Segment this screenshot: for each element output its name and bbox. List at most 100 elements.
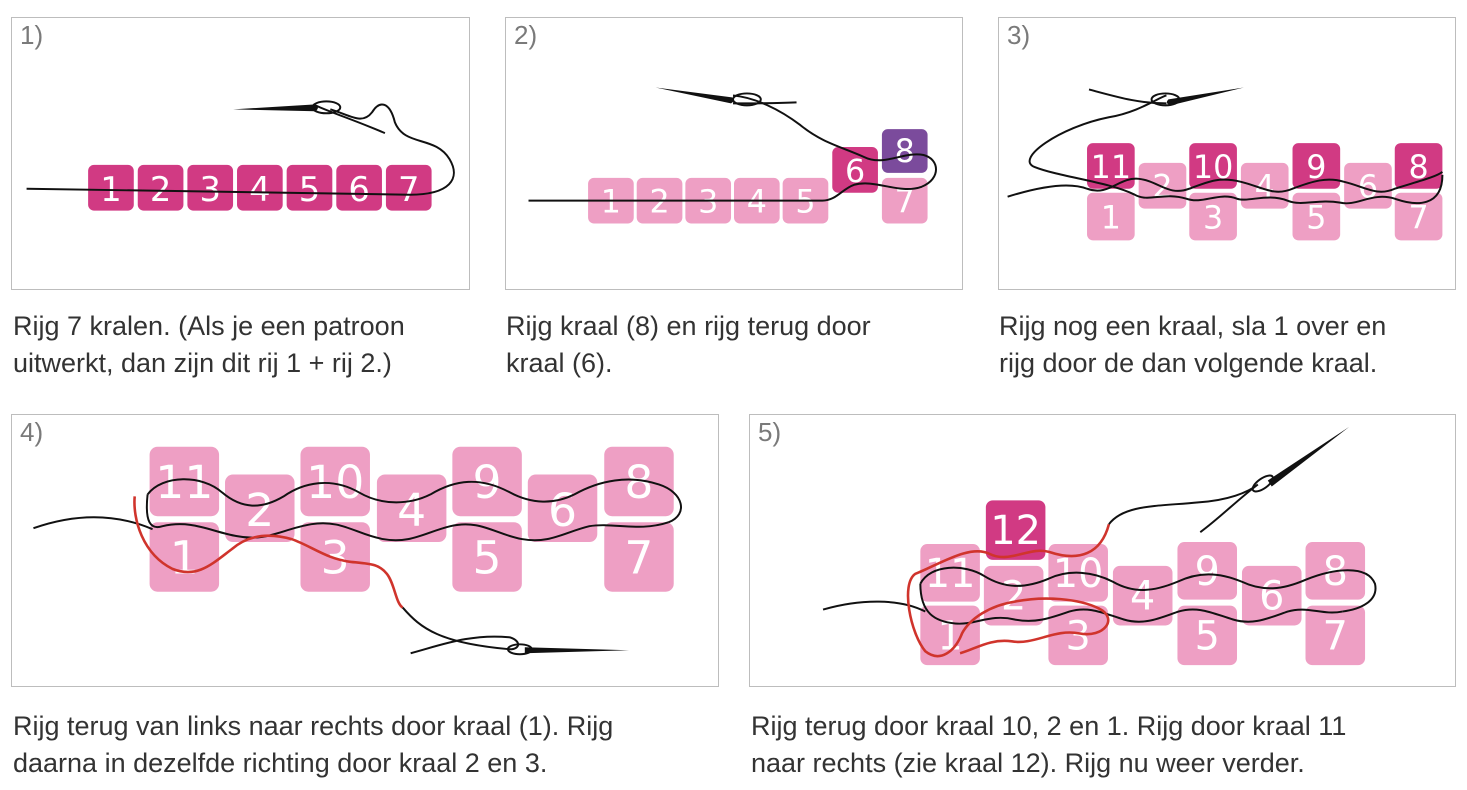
bead-5: 5 — [782, 177, 829, 224]
thread — [528, 94, 937, 202]
step-4-caption-line-2: daarna in dezelfde richting door kraal 2… — [13, 748, 548, 778]
step-3-caption-line-1: Rijg nog een kraal, sla 1 over en — [999, 311, 1387, 341]
thread-tail — [1108, 483, 1259, 533]
thread-lower — [145, 494, 670, 542]
bead-12: 12 — [985, 500, 1046, 560]
needle-eye-icon — [311, 100, 342, 115]
bead-2-label: 2 — [649, 185, 669, 221]
thread-start — [33, 516, 153, 531]
needle-eye-icon — [1150, 92, 1181, 107]
bead-7: 7 — [604, 522, 674, 592]
step-4-caption-line-1: Rijg terug van links naar rechts door kr… — [13, 711, 614, 741]
bead-6: 6 — [527, 474, 598, 543]
needle-icon — [1166, 87, 1244, 106]
step-4-number: 4) — [20, 417, 44, 447]
step-5-caption: Rijg terug door kraal 10, 2 en 1. Rijg d… — [751, 708, 1346, 782]
step-4-caption: Rijg terug van links naar rechts door kr… — [13, 708, 613, 782]
bead-4-label: 4 — [397, 484, 426, 537]
thread-tail — [401, 606, 520, 655]
bead-12-label: 12 — [990, 508, 1041, 554]
thread-tail — [733, 101, 797, 105]
needle-eye-icon — [506, 643, 533, 656]
bead-5: 5 — [452, 522, 522, 592]
bead-6-label: 6 — [348, 170, 369, 209]
bead-2-label: 2 — [150, 170, 171, 209]
needle-icon — [524, 647, 630, 654]
bead-1: 1 — [88, 164, 134, 211]
bead-4-label: 4 — [249, 170, 270, 209]
bead-1: 1 — [1087, 192, 1135, 241]
step-1-caption-line-2: uitwerkt, dan zijn dit rij 1 + rij 2.) — [13, 348, 392, 378]
bead-5-label: 5 — [299, 170, 320, 209]
step-4-panel: 4) 1 3 5 7 2 4 6 11 10 9 8 — [11, 414, 719, 687]
bead-6: 6 — [336, 164, 382, 211]
bead-7-label: 7 — [1323, 613, 1348, 659]
thread — [26, 103, 455, 196]
bead-3-label: 3 — [698, 185, 718, 221]
needle-icon — [233, 104, 318, 112]
bead-3: 3 — [1189, 192, 1237, 241]
bead-8-label: 8 — [895, 134, 915, 170]
bead-6-label: 6 — [1259, 574, 1284, 620]
thread-tail — [1088, 88, 1167, 105]
step-1-panel: 1) 1 2 3 4 5 6 7 — [11, 17, 470, 290]
bead-2: 2 — [983, 565, 1044, 626]
needle-eye-icon — [732, 92, 762, 107]
bead-9: 9 — [452, 446, 522, 517]
needle-icon — [1267, 426, 1350, 487]
bead-7-label: 7 — [1408, 201, 1428, 237]
bead-10-label: 10 — [306, 456, 364, 509]
thread-upper — [146, 478, 682, 524]
step-1-diagram: 1 2 3 4 5 6 7 — [26, 100, 455, 211]
bead-5-label: 5 — [1306, 201, 1326, 237]
bead-7-label: 7 — [895, 185, 915, 221]
bead-7-label: 7 — [398, 170, 419, 209]
bead-6: 6 — [1241, 565, 1302, 626]
bead-9: 9 — [1177, 542, 1238, 600]
thread-red — [133, 496, 404, 609]
step-3-panel: 3) 1 3 5 7 2 4 6 11 10 9 8 — [998, 17, 1456, 290]
bead-2: 2 — [225, 474, 295, 543]
bead-2-label: 2 — [245, 484, 274, 537]
bead-2-label: 2 — [1001, 574, 1026, 620]
thread-start — [822, 600, 926, 613]
bead-3-label: 3 — [199, 170, 220, 209]
step-2-caption-line-2: kraal (6). — [506, 348, 613, 378]
needle-icon — [655, 87, 734, 104]
bead-1: 1 — [920, 605, 980, 666]
bead-8-label: 8 — [1408, 150, 1428, 186]
step-5-caption-line-1: Rijg terug door kraal 10, 2 en 1. Rijg d… — [751, 711, 1347, 741]
bead-9: 9 — [1292, 143, 1341, 189]
step-3-caption: Rijg nog een kraal, sla 1 over en rijg d… — [999, 308, 1386, 382]
bead-5-label: 5 — [795, 185, 815, 221]
thread — [1007, 171, 1444, 198]
bead-11: 11 — [149, 446, 220, 517]
bead-1-label: 1 — [170, 531, 199, 584]
bead-7: 7 — [881, 177, 928, 224]
step-5-panel: 5) 1 3 5 7 2 4 6 11 10 9 8 12 — [749, 414, 1456, 687]
bead-5-label: 5 — [473, 531, 502, 584]
thread-red — [906, 523, 1111, 658]
step-2-caption-line-1: Rijg kraal (8) en rijg terug door — [506, 311, 871, 341]
bead-4: 4 — [1112, 565, 1173, 626]
thread-upper — [919, 566, 1377, 613]
bead-4-label: 4 — [747, 185, 767, 221]
needle-eye-icon — [1251, 474, 1274, 493]
bead-9-label: 9 — [1306, 150, 1326, 186]
bead-10: 10 — [1189, 143, 1237, 189]
step-1-caption-line-1: Rijg 7 kralen. (Als je een patroon — [13, 311, 405, 341]
bead-7-label: 7 — [624, 531, 653, 584]
bead-1: 1 — [149, 522, 220, 592]
thread-lower — [919, 583, 1343, 625]
bead-6-label: 6 — [845, 154, 865, 190]
step-3-number: 3) — [1007, 20, 1031, 50]
step-3-diagram: 1 3 5 7 2 4 6 11 10 9 8 — [1007, 87, 1444, 241]
step-2-diagram: 1 2 3 4 5 6 7 8 — [528, 87, 937, 224]
bead-11-label: 11 — [1091, 150, 1131, 186]
thread-loop — [1028, 94, 1444, 205]
bead-5: 5 — [1177, 605, 1238, 666]
bead-4-label: 4 — [1130, 574, 1155, 620]
bead-2: 2 — [1138, 162, 1187, 209]
bead-3: 3 — [187, 164, 234, 211]
bead-4: 4 — [1240, 162, 1289, 209]
